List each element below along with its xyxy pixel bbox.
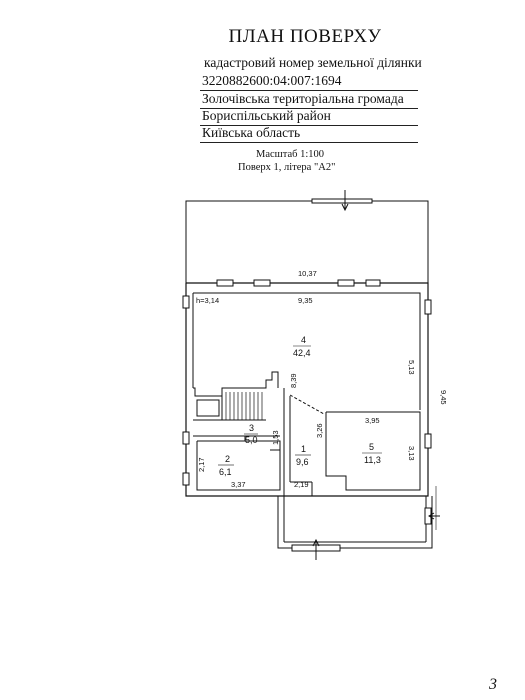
room-2-label: 2 6,1 bbox=[218, 454, 234, 477]
district-name: Бориспільський район bbox=[202, 108, 331, 123]
room-4-label: 4 42,4 bbox=[293, 335, 311, 358]
room-1-label: 1 9,6 bbox=[295, 444, 311, 467]
dim-room5-top: 3,95 bbox=[365, 416, 380, 425]
dim-right-outer: 9,45 bbox=[439, 390, 448, 405]
underline bbox=[200, 125, 418, 126]
dim-ceiling-height: h=3,14 bbox=[196, 296, 219, 305]
svg-text:3: 3 bbox=[249, 423, 254, 433]
window bbox=[182, 472, 190, 486]
window bbox=[424, 299, 432, 315]
svg-text:6,1: 6,1 bbox=[219, 467, 232, 477]
page-title: ПЛАН ПОВЕРХУ bbox=[228, 26, 382, 47]
room-5-label: 5 11,3 bbox=[362, 442, 382, 465]
window bbox=[424, 433, 432, 449]
floor-label: Поверх 1, літера "А2" bbox=[238, 162, 336, 173]
stair-outline bbox=[193, 371, 279, 397]
community-name: Золочівська територіальна громада bbox=[202, 91, 404, 106]
window bbox=[182, 295, 190, 309]
window bbox=[182, 431, 190, 445]
svg-text:2: 2 bbox=[225, 454, 230, 464]
scale-label: Масштаб 1:100 bbox=[256, 149, 325, 160]
svg-text:5,0: 5,0 bbox=[245, 435, 258, 445]
dim-room3-side: 1,53 bbox=[271, 430, 280, 445]
svg-text:1: 1 bbox=[301, 444, 306, 454]
dim-right-inner: 5,13 bbox=[407, 360, 416, 375]
cadastral-number: 3220882600:04:007:1694 bbox=[202, 73, 342, 88]
dim-room2-side: 2,17 bbox=[197, 457, 206, 472]
window bbox=[337, 279, 355, 287]
underline bbox=[200, 108, 418, 109]
page-number: 3 bbox=[489, 676, 497, 693]
room-3-label: 3 5,0 bbox=[244, 423, 258, 445]
dim-room2-bottom: 3,37 bbox=[231, 480, 246, 489]
underline bbox=[200, 142, 418, 143]
dim-inner-width: 9,35 bbox=[298, 296, 313, 305]
dim-room1-side: 3,26 bbox=[315, 423, 324, 438]
entrance-door bbox=[311, 198, 373, 204]
dim-room5-side: 3,13 bbox=[407, 446, 416, 461]
room5-wall bbox=[325, 411, 421, 491]
inner-wall-top bbox=[193, 292, 421, 410]
terrace-outline bbox=[185, 200, 429, 283]
opening-line bbox=[289, 394, 325, 415]
room2-wall bbox=[196, 440, 281, 491]
window bbox=[216, 279, 234, 287]
svg-text:4: 4 bbox=[301, 335, 306, 345]
window bbox=[365, 279, 381, 287]
svg-text:5: 5 bbox=[369, 442, 374, 452]
porch-outline bbox=[277, 496, 433, 549]
stair-landing bbox=[196, 399, 220, 417]
svg-text:9,6: 9,6 bbox=[296, 457, 309, 467]
dim-room1-bottom: 2,19 bbox=[294, 480, 309, 489]
dim-stair-height: 8,39 bbox=[289, 373, 298, 388]
underline bbox=[200, 90, 418, 91]
entrance-arrowhead bbox=[341, 203, 349, 212]
cadastral-label: кадастровий номер земельної ділянки bbox=[204, 55, 422, 70]
svg-text:42,4: 42,4 bbox=[293, 348, 311, 358]
dim-top-width: 10,37 bbox=[298, 269, 317, 278]
window bbox=[253, 279, 271, 287]
svg-text:11,3: 11,3 bbox=[364, 455, 381, 465]
region-name: Київська область bbox=[202, 125, 301, 140]
